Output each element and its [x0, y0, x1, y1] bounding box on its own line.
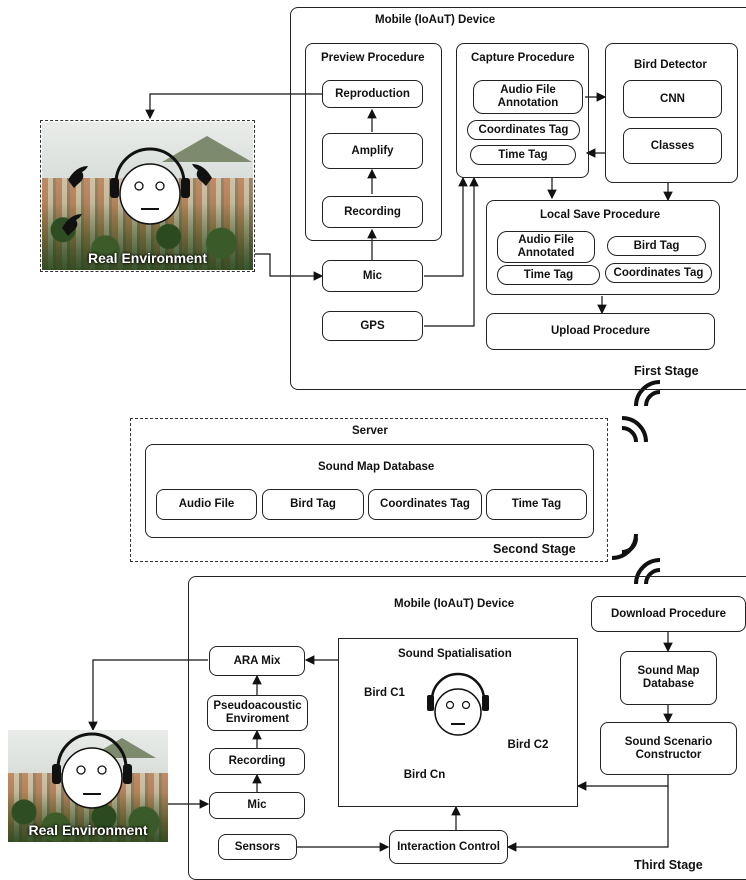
bird-detector	[605, 43, 738, 183]
sound-map-db-title: Sound Map Database	[318, 461, 435, 473]
sensors-box: Sensors	[218, 834, 297, 860]
arrow-scenario-to-interaction	[506, 786, 669, 852]
db-coordinates-tag-box: Coordinates Tag	[368, 489, 482, 520]
wireless-signal-icon	[611, 380, 661, 585]
local-time-tag-box: Time Tag	[497, 265, 600, 285]
sound-spatialisation-title: Sound Spatialisation	[398, 648, 512, 660]
sound-scenario-constructor-box: Sound Scenario Constructor	[600, 722, 737, 775]
real-environment-frame	[40, 120, 255, 272]
ara-mix-box: ARA Mix	[209, 646, 305, 676]
upload-procedure-box: Upload Procedure	[486, 313, 715, 350]
server-title: Server	[352, 425, 388, 437]
preview-title: Preview Procedure	[321, 52, 425, 64]
recording3-box: Recording	[209, 748, 305, 775]
stage3-device-title: Mobile (IoAuT) Device	[394, 598, 515, 610]
arrow-reproduction-to-env	[145, 93, 322, 120]
bird-c1-box: Bird C1	[357, 680, 412, 706]
cnn-box: CNN	[623, 80, 722, 118]
bird-detector-title: Bird Detector	[634, 59, 707, 71]
stage1-device	[290, 7, 746, 390]
pseudoacoustic-box: Pseudoacoustic Enviroment	[207, 695, 308, 731]
download-procedure-box: Download Procedure	[591, 596, 746, 632]
first-stage-label: First Stage	[634, 364, 699, 378]
bird-tag-box: Bird Tag	[607, 236, 706, 256]
db-audio-file-box: Audio File	[156, 489, 257, 520]
sound-map-database	[145, 444, 594, 538]
arrow-gps-to-capture	[424, 176, 479, 327]
arrow-mic-to-capture	[424, 176, 468, 277]
mic-box: Mic	[322, 260, 423, 292]
capture-title: Capture Procedure	[471, 52, 575, 64]
coordinates-tag-box: Coordinates Tag	[467, 120, 580, 140]
interaction-control-box: Interaction Control	[389, 830, 508, 864]
real-environment-photo-2: Real Environment	[8, 730, 168, 842]
sound-spatialisation-box	[338, 638, 578, 807]
sound-map-db-box: Sound Map Database	[620, 651, 717, 705]
db-bird-tag-box: Bird Tag	[262, 489, 364, 520]
audio-annotation-box: Audio File Annotation	[473, 80, 583, 114]
amplify-box: Amplify	[322, 133, 423, 169]
stage1-device-title: Mobile (IoAuT) Device	[375, 14, 496, 26]
recording-box: Recording	[322, 196, 423, 228]
real-environment-label-2: Real Environment	[28, 822, 148, 838]
arrow-env-to-mic	[255, 253, 324, 281]
local-coordinates-tag-box: Coordinates Tag	[605, 263, 712, 283]
time-tag-box: Time Tag	[470, 145, 576, 165]
real-environment-label: Real Environment	[87, 250, 208, 266]
preview-procedure	[305, 43, 442, 241]
third-stage-label: Third Stage	[634, 858, 703, 872]
classes-box: Classes	[623, 128, 722, 164]
arrow-aramix-to-env	[88, 659, 208, 732]
server-frame	[130, 418, 608, 562]
bird-cn-box: Bird Cn	[397, 762, 452, 788]
gps-box: GPS	[322, 311, 423, 341]
local-save-procedure	[486, 200, 720, 295]
local-save-title: Local Save Procedure	[540, 209, 661, 221]
mic3-box: Mic	[209, 792, 305, 819]
real-environment-photo: Real Environment	[42, 122, 253, 270]
audio-file-annotated-box: Audio File Annotated	[497, 231, 595, 263]
reproduction-box: Reproduction	[322, 80, 423, 108]
db-time-tag-box: Time Tag	[486, 489, 587, 520]
bird-c2-box: Bird C2	[500, 732, 556, 758]
capture-procedure	[456, 43, 589, 178]
second-stage-label: Second Stage	[493, 542, 576, 556]
